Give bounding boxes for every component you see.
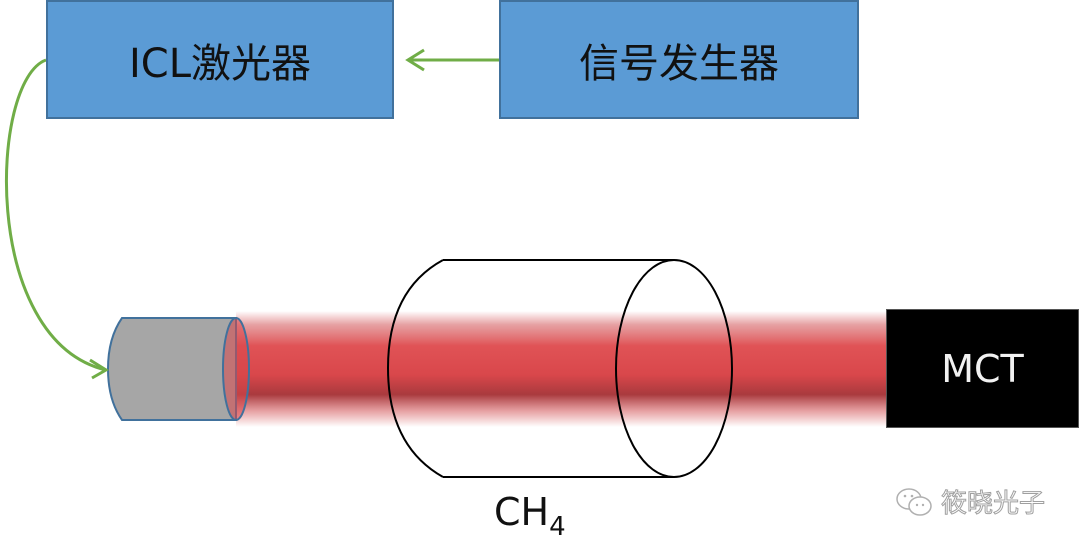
collimator (106, 317, 250, 421)
mct-detector-box: MCT (886, 309, 1079, 428)
signal-generator-label: 信号发生器 (579, 40, 779, 87)
icl-laser-label: ICL激光器 (128, 40, 311, 87)
icl-laser-box: ICL激光器 (46, 0, 394, 119)
arrow-signal-to-laser (405, 48, 499, 72)
gas-label-main: CH (494, 490, 550, 534)
gas-cell (386, 259, 733, 478)
arrow-laser-to-collimator (5, 58, 109, 380)
gas-cell-label: CH4 (494, 490, 566, 542)
gas-label-subscript: 4 (549, 512, 566, 542)
signal-generator-box: 信号发生器 (499, 0, 859, 119)
mct-detector-label: MCT (941, 346, 1024, 391)
watermark: 筱晓光子 (895, 483, 1046, 520)
wechat-icon (896, 487, 932, 516)
laser-beam (236, 311, 888, 427)
watermark-text: 筱晓光子 (940, 489, 1046, 520)
